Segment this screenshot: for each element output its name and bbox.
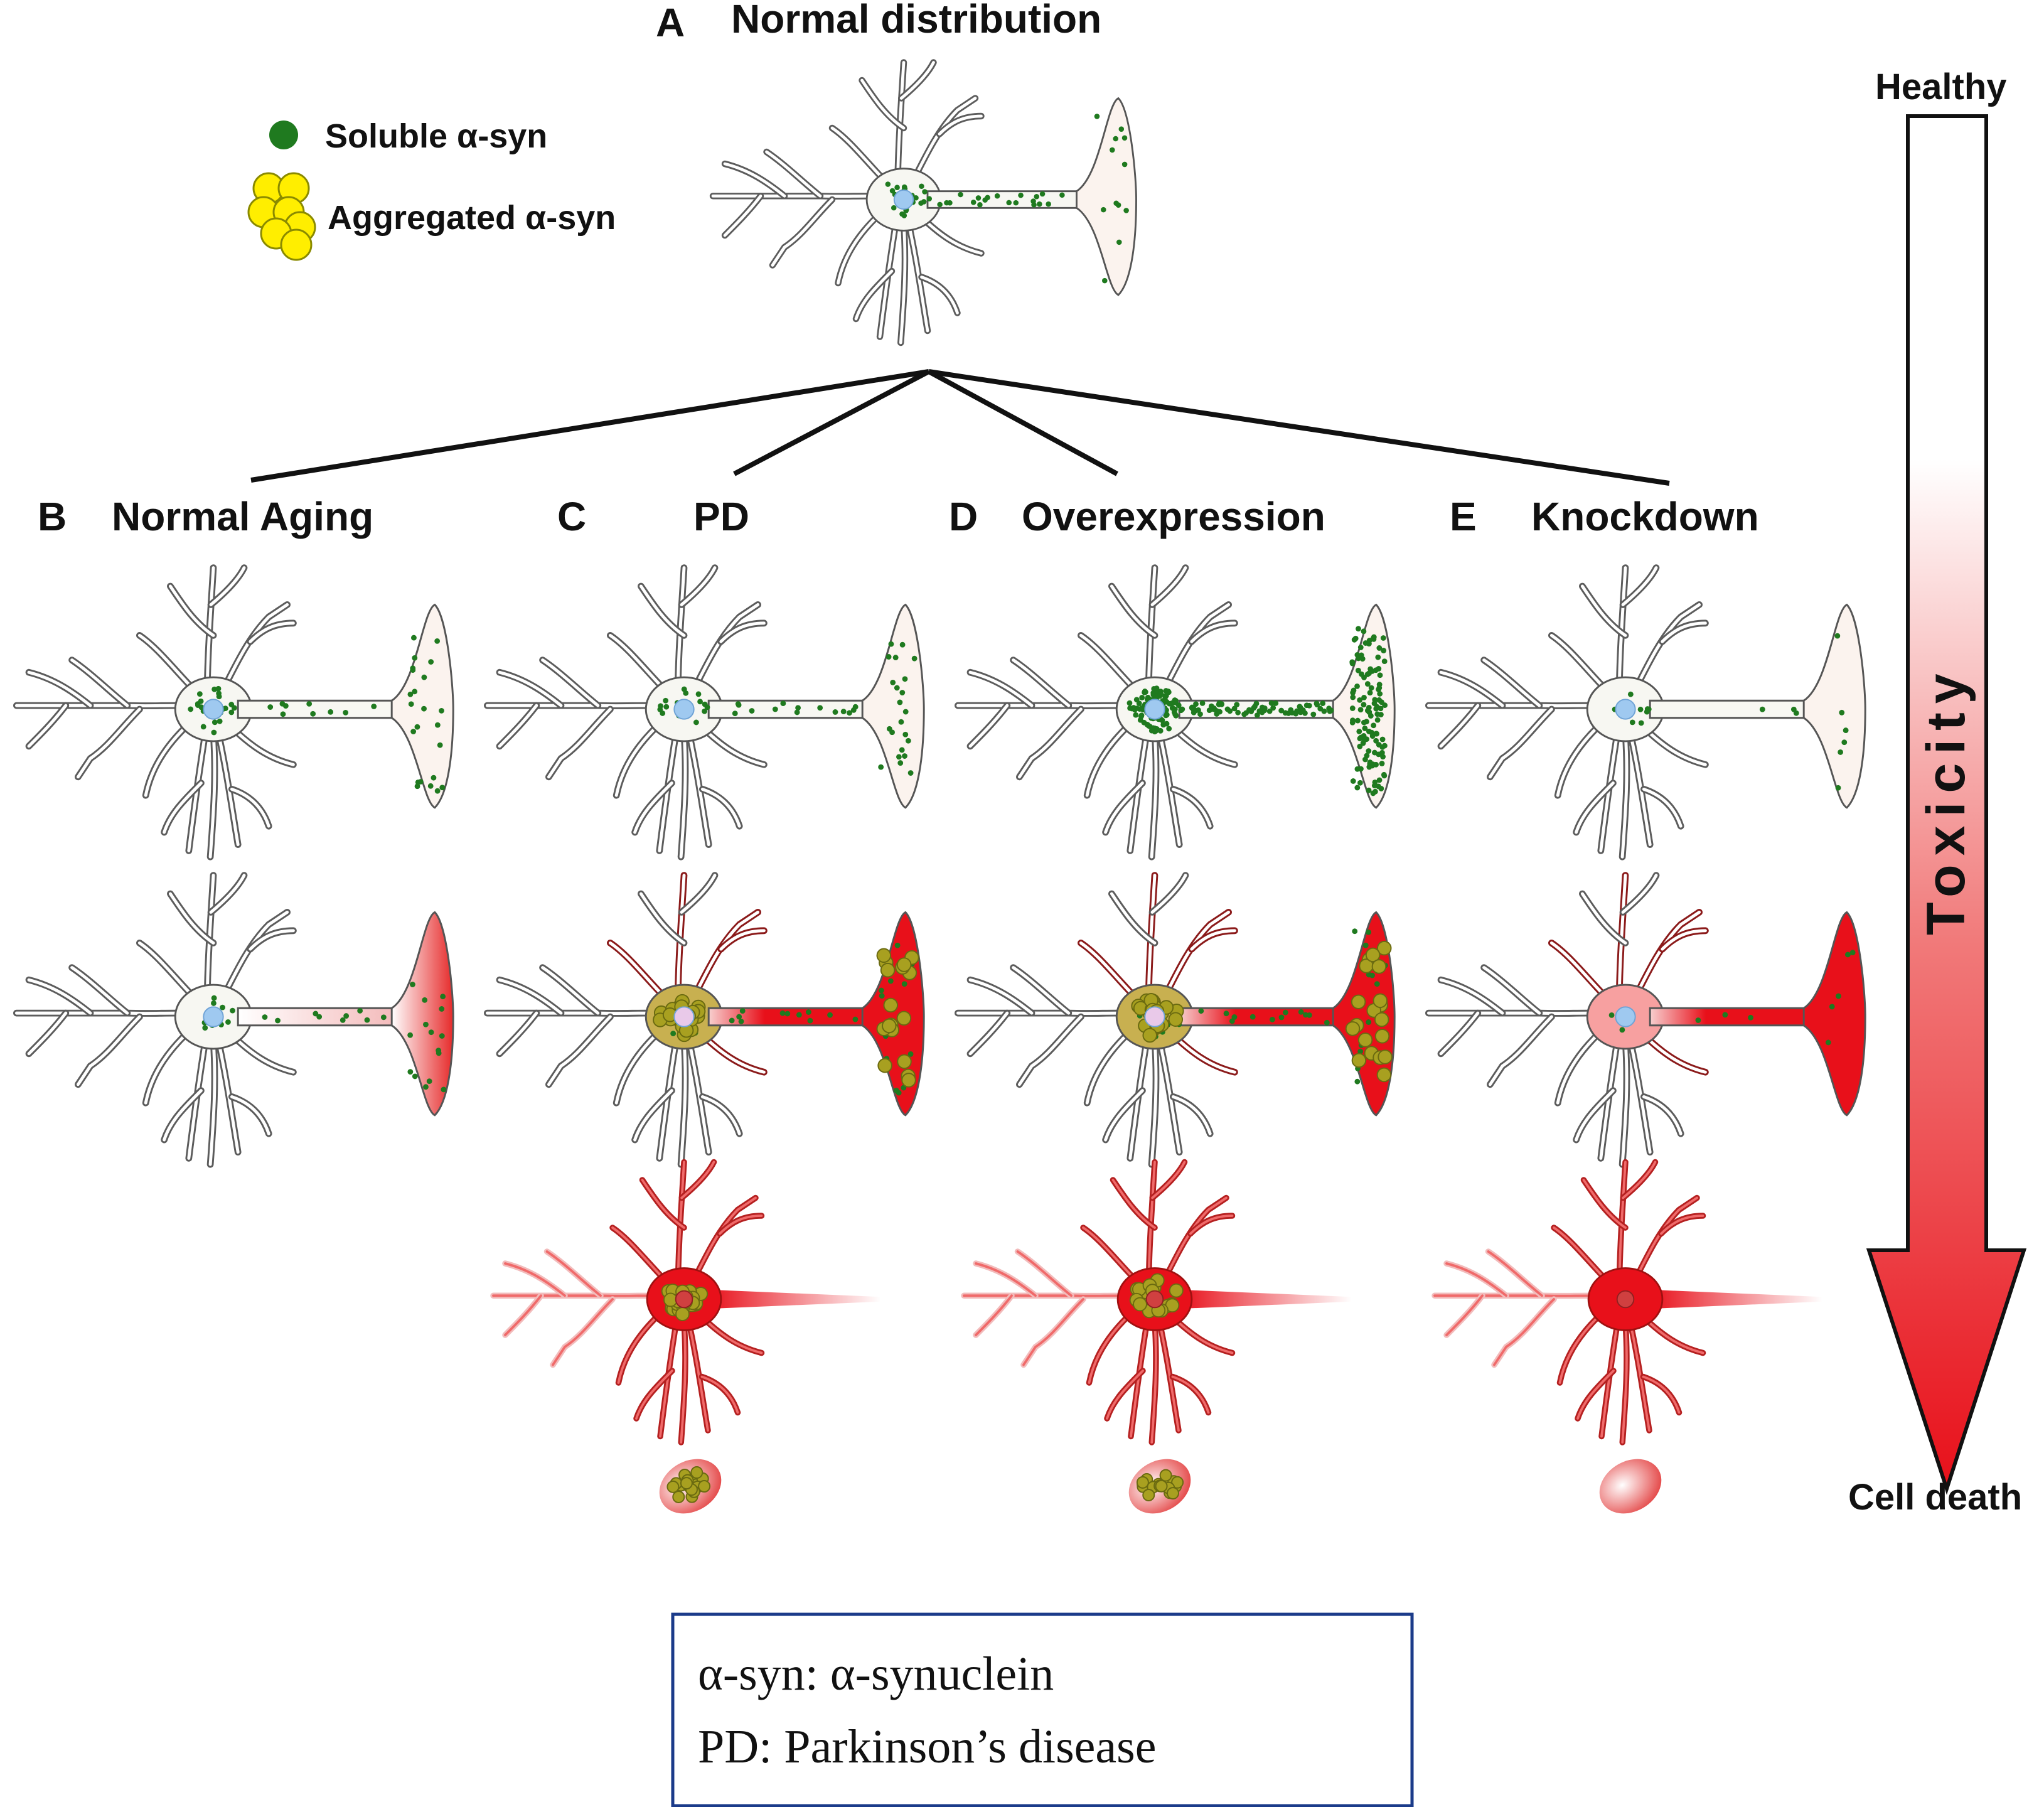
panel-b-header: B Normal Aging: [38, 494, 373, 539]
aggregated-swatch: [247, 172, 316, 261]
abbreviation-frame: [671, 1612, 1414, 1807]
connector-to-d: [928, 369, 1118, 476]
panel-d-title: Overexpression: [1022, 494, 1325, 539]
neuron-b-row1: [13, 564, 454, 861]
panel-b-letter: B: [38, 494, 67, 539]
neuron-a-normal: [709, 59, 1137, 346]
abbreviation-line-2: PD: Parkinson’s disease: [698, 1720, 1156, 1773]
panel-e-header: E Knockdown: [1450, 494, 1759, 539]
panel-a-letter: A: [656, 0, 685, 45]
legend-soluble-label: Soluble α-syn: [325, 117, 547, 155]
neuron-d-row2: [955, 872, 1396, 1168]
soluble-swatch: [269, 121, 298, 149]
legend: Soluble α-syn Aggregated α-syn: [247, 117, 616, 261]
panel-b-title: Normal Aging: [112, 494, 373, 539]
toxicity-arrow: [1866, 114, 2027, 1495]
scale-bottom-label: Cell death: [1848, 1477, 2022, 1518]
panel-d-header: D Overexpression: [949, 494, 1325, 539]
neuron-c-row1: [484, 564, 925, 861]
connector-to-e: [928, 369, 1670, 486]
neuron-e-row3: [1431, 1159, 1822, 1445]
neuron-d-row1: [955, 564, 1396, 861]
neuron-c-row2: [484, 872, 925, 1168]
panel-c-title: PD: [693, 494, 749, 539]
debris-c: [659, 1459, 722, 1514]
abbreviation-line-1: α-syn: α-synuclein: [698, 1648, 1054, 1700]
abbreviation-box: α-syn: α-synuclein PD: Parkinson’s disea…: [671, 1612, 1414, 1807]
connector-to-b: [250, 369, 929, 483]
neuron-e-row2: [1425, 872, 1866, 1168]
panel-a-header: A Normal distribution: [656, 0, 1101, 45]
toxicity-scale: Healthy Toxicity Cell death: [1848, 67, 2027, 1518]
panel-c-header: C PD: [557, 494, 749, 539]
connector-to-c: [733, 369, 930, 476]
debris-e: [1599, 1459, 1662, 1514]
panel-e-title: Knockdown: [1531, 494, 1759, 539]
branch-connector: [250, 369, 1670, 486]
legend-aggregated-label: Aggregated α-syn: [328, 199, 616, 237]
debris-d: [1128, 1459, 1191, 1514]
panel-c-letter: C: [557, 494, 586, 539]
neuron-b-row2: [13, 872, 454, 1168]
scale-top-label: Healthy: [1875, 67, 2007, 107]
panel-d-letter: D: [949, 494, 978, 539]
neuron-e-row1: [1425, 564, 1866, 861]
panel-e-letter: E: [1450, 494, 1477, 539]
panel-a-title: Normal distribution: [731, 0, 1101, 41]
toxicity-label: Toxicity: [1916, 665, 1976, 935]
neuron-c-row3: [490, 1159, 881, 1445]
neuron-d-row3: [961, 1159, 1352, 1445]
neuron-illustrations: [13, 59, 1866, 1514]
